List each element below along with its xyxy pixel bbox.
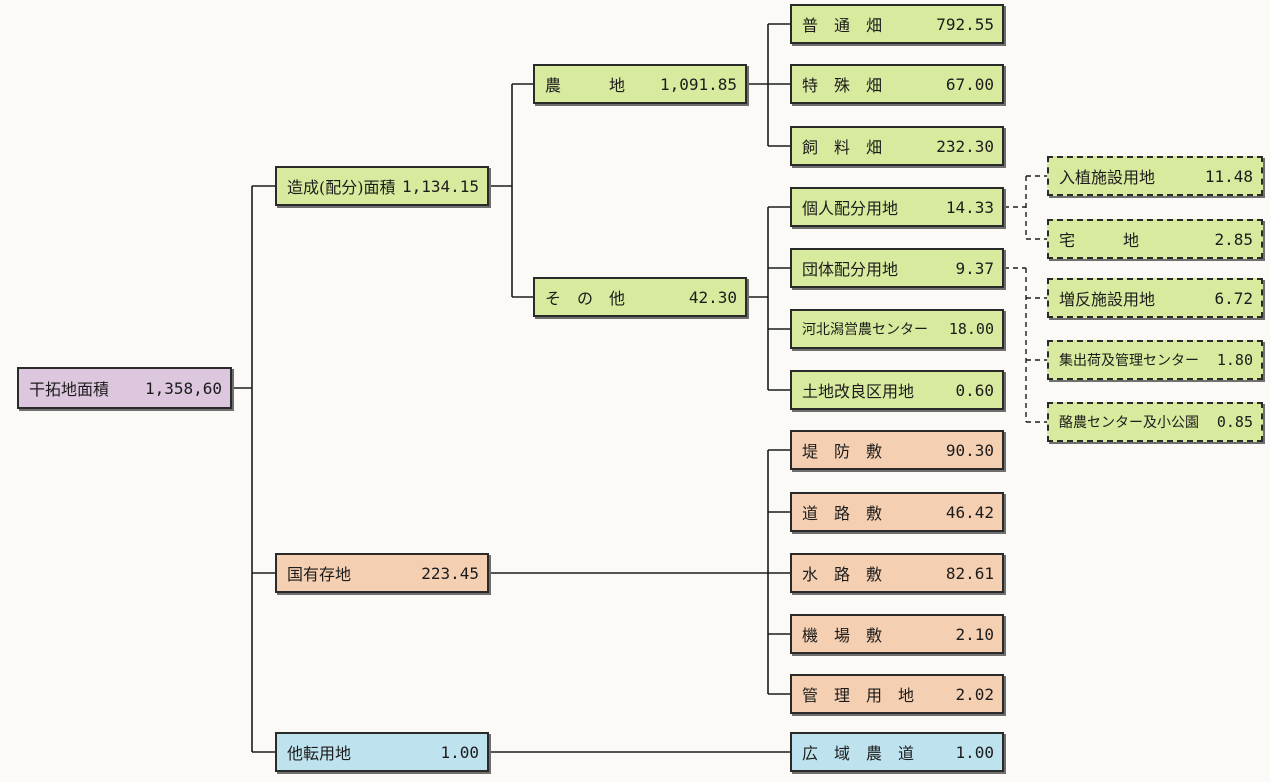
- kijo-node: 機 場 敷 2.10: [790, 614, 1004, 654]
- kokuyu-label: 国有存地: [287, 565, 352, 584]
- koiki-label: 広 域 農 道: [802, 744, 915, 763]
- shiryohata-value: 232.30: [936, 136, 994, 156]
- shukka-center-value: 1.80: [1216, 351, 1253, 369]
- nyushoku-value: 11.48: [1204, 166, 1253, 186]
- zotan-label: 増反施設用地: [1059, 290, 1156, 309]
- kojin-node: 個人配分用地 14.33: [790, 187, 1004, 227]
- tokushuhata-value: 67.00: [945, 74, 994, 94]
- nyushoku-label: 入植施設用地: [1059, 168, 1156, 187]
- root-value: 1,358,60: [144, 378, 222, 398]
- kokuyu-node: 国有存地 223.45: [275, 553, 489, 593]
- dantai-value: 9.37: [955, 258, 994, 278]
- kijo-value: 2.10: [955, 624, 994, 644]
- takuchi-node: 宅 地 2.85: [1047, 219, 1263, 259]
- rakuno-center-label: 酪農センター及小公園: [1059, 415, 1199, 431]
- kojin-label: 個人配分用地: [802, 199, 899, 218]
- doro-node: 道 路 敷 46.42: [790, 492, 1004, 532]
- nouchi-value: 1,091.85: [659, 74, 737, 94]
- shiryohata-label: 飼 料 畑: [802, 138, 883, 157]
- nyushoku-node: 入植施設用地 11.48: [1047, 156, 1263, 196]
- teibo-node: 堤 防 敷 90.30: [790, 430, 1004, 470]
- zotan-value: 6.72: [1214, 288, 1253, 308]
- eino-center-label: 河北潟営農センター: [802, 322, 928, 338]
- kijo-label: 機 場 敷: [802, 626, 883, 645]
- tokushuhata-node: 特 殊 畑 67.00: [790, 64, 1004, 104]
- nouchi-label: 農 地: [545, 76, 626, 95]
- root-label: 干拓地面積: [29, 380, 110, 399]
- nouchi-node: 農 地 1,091.85: [533, 64, 747, 104]
- shiryohata-node: 飼 料 畑 232.30: [790, 126, 1004, 166]
- kojin-value: 14.33: [945, 197, 994, 217]
- rakuno-center-node: 酪農センター及小公園 0.85: [1047, 402, 1263, 442]
- doro-label: 道 路 敷: [802, 504, 883, 523]
- zousei-value: 1,134.15: [401, 176, 479, 196]
- zousei-node: 造成(配分)面積 1,134.15: [275, 166, 489, 206]
- suiro-value: 82.61: [945, 563, 994, 583]
- teibo-label: 堤 防 敷: [802, 442, 883, 461]
- kanri-node: 管 理 用 地 2.02: [790, 674, 1004, 714]
- takuchi-label: 宅 地: [1059, 231, 1140, 250]
- rakuno-center-value: 0.85: [1216, 413, 1253, 431]
- futsuhata-label: 普 通 畑: [802, 16, 883, 35]
- root-node: 干拓地面積 1,358,60: [17, 367, 232, 409]
- zousei-label: 造成(配分)面積: [287, 178, 396, 197]
- eino-center-value: 18.00: [948, 320, 994, 338]
- futsuhata-node: 普 通 畑 792.55: [790, 4, 1004, 44]
- sonota-value: 42.30: [688, 287, 737, 307]
- shukka-center-node: 集出荷及管理センター 1.80: [1047, 340, 1263, 380]
- teibo-value: 90.30: [945, 440, 994, 460]
- taten-label: 他転用地: [287, 744, 352, 763]
- tochikairyo-node: 土地改良区用地 0.60: [790, 370, 1004, 410]
- taten-value: 1.00: [440, 742, 479, 762]
- futsuhata-value: 792.55: [936, 14, 994, 34]
- tokushuhata-label: 特 殊 畑: [802, 76, 883, 95]
- tochikairyo-value: 0.60: [955, 380, 994, 400]
- kanri-label: 管 理 用 地: [802, 686, 915, 705]
- koiki-node: 広 域 農 道 1.00: [790, 732, 1004, 772]
- koiki-value: 1.00: [955, 742, 994, 762]
- dantai-node: 団体配分用地 9.37: [790, 248, 1004, 288]
- tochikairyo-label: 土地改良区用地: [802, 382, 915, 401]
- sonota-node: そ の 他 42.30: [533, 277, 747, 317]
- doro-value: 46.42: [945, 502, 994, 522]
- suiro-label: 水 路 敷: [802, 565, 883, 584]
- dantai-label: 団体配分用地: [802, 260, 899, 279]
- kokuyu-value: 223.45: [421, 563, 479, 583]
- zotan-node: 増反施設用地 6.72: [1047, 278, 1263, 318]
- suiro-node: 水 路 敷 82.61: [790, 553, 1004, 593]
- kanri-value: 2.02: [955, 684, 994, 704]
- taten-node: 他転用地 1.00: [275, 732, 489, 772]
- shukka-center-label: 集出荷及管理センター: [1059, 353, 1199, 369]
- eino-center-node: 河北潟営農センター 18.00: [790, 309, 1004, 349]
- takuchi-value: 2.85: [1214, 229, 1253, 249]
- sonota-label: そ の 他: [545, 289, 626, 308]
